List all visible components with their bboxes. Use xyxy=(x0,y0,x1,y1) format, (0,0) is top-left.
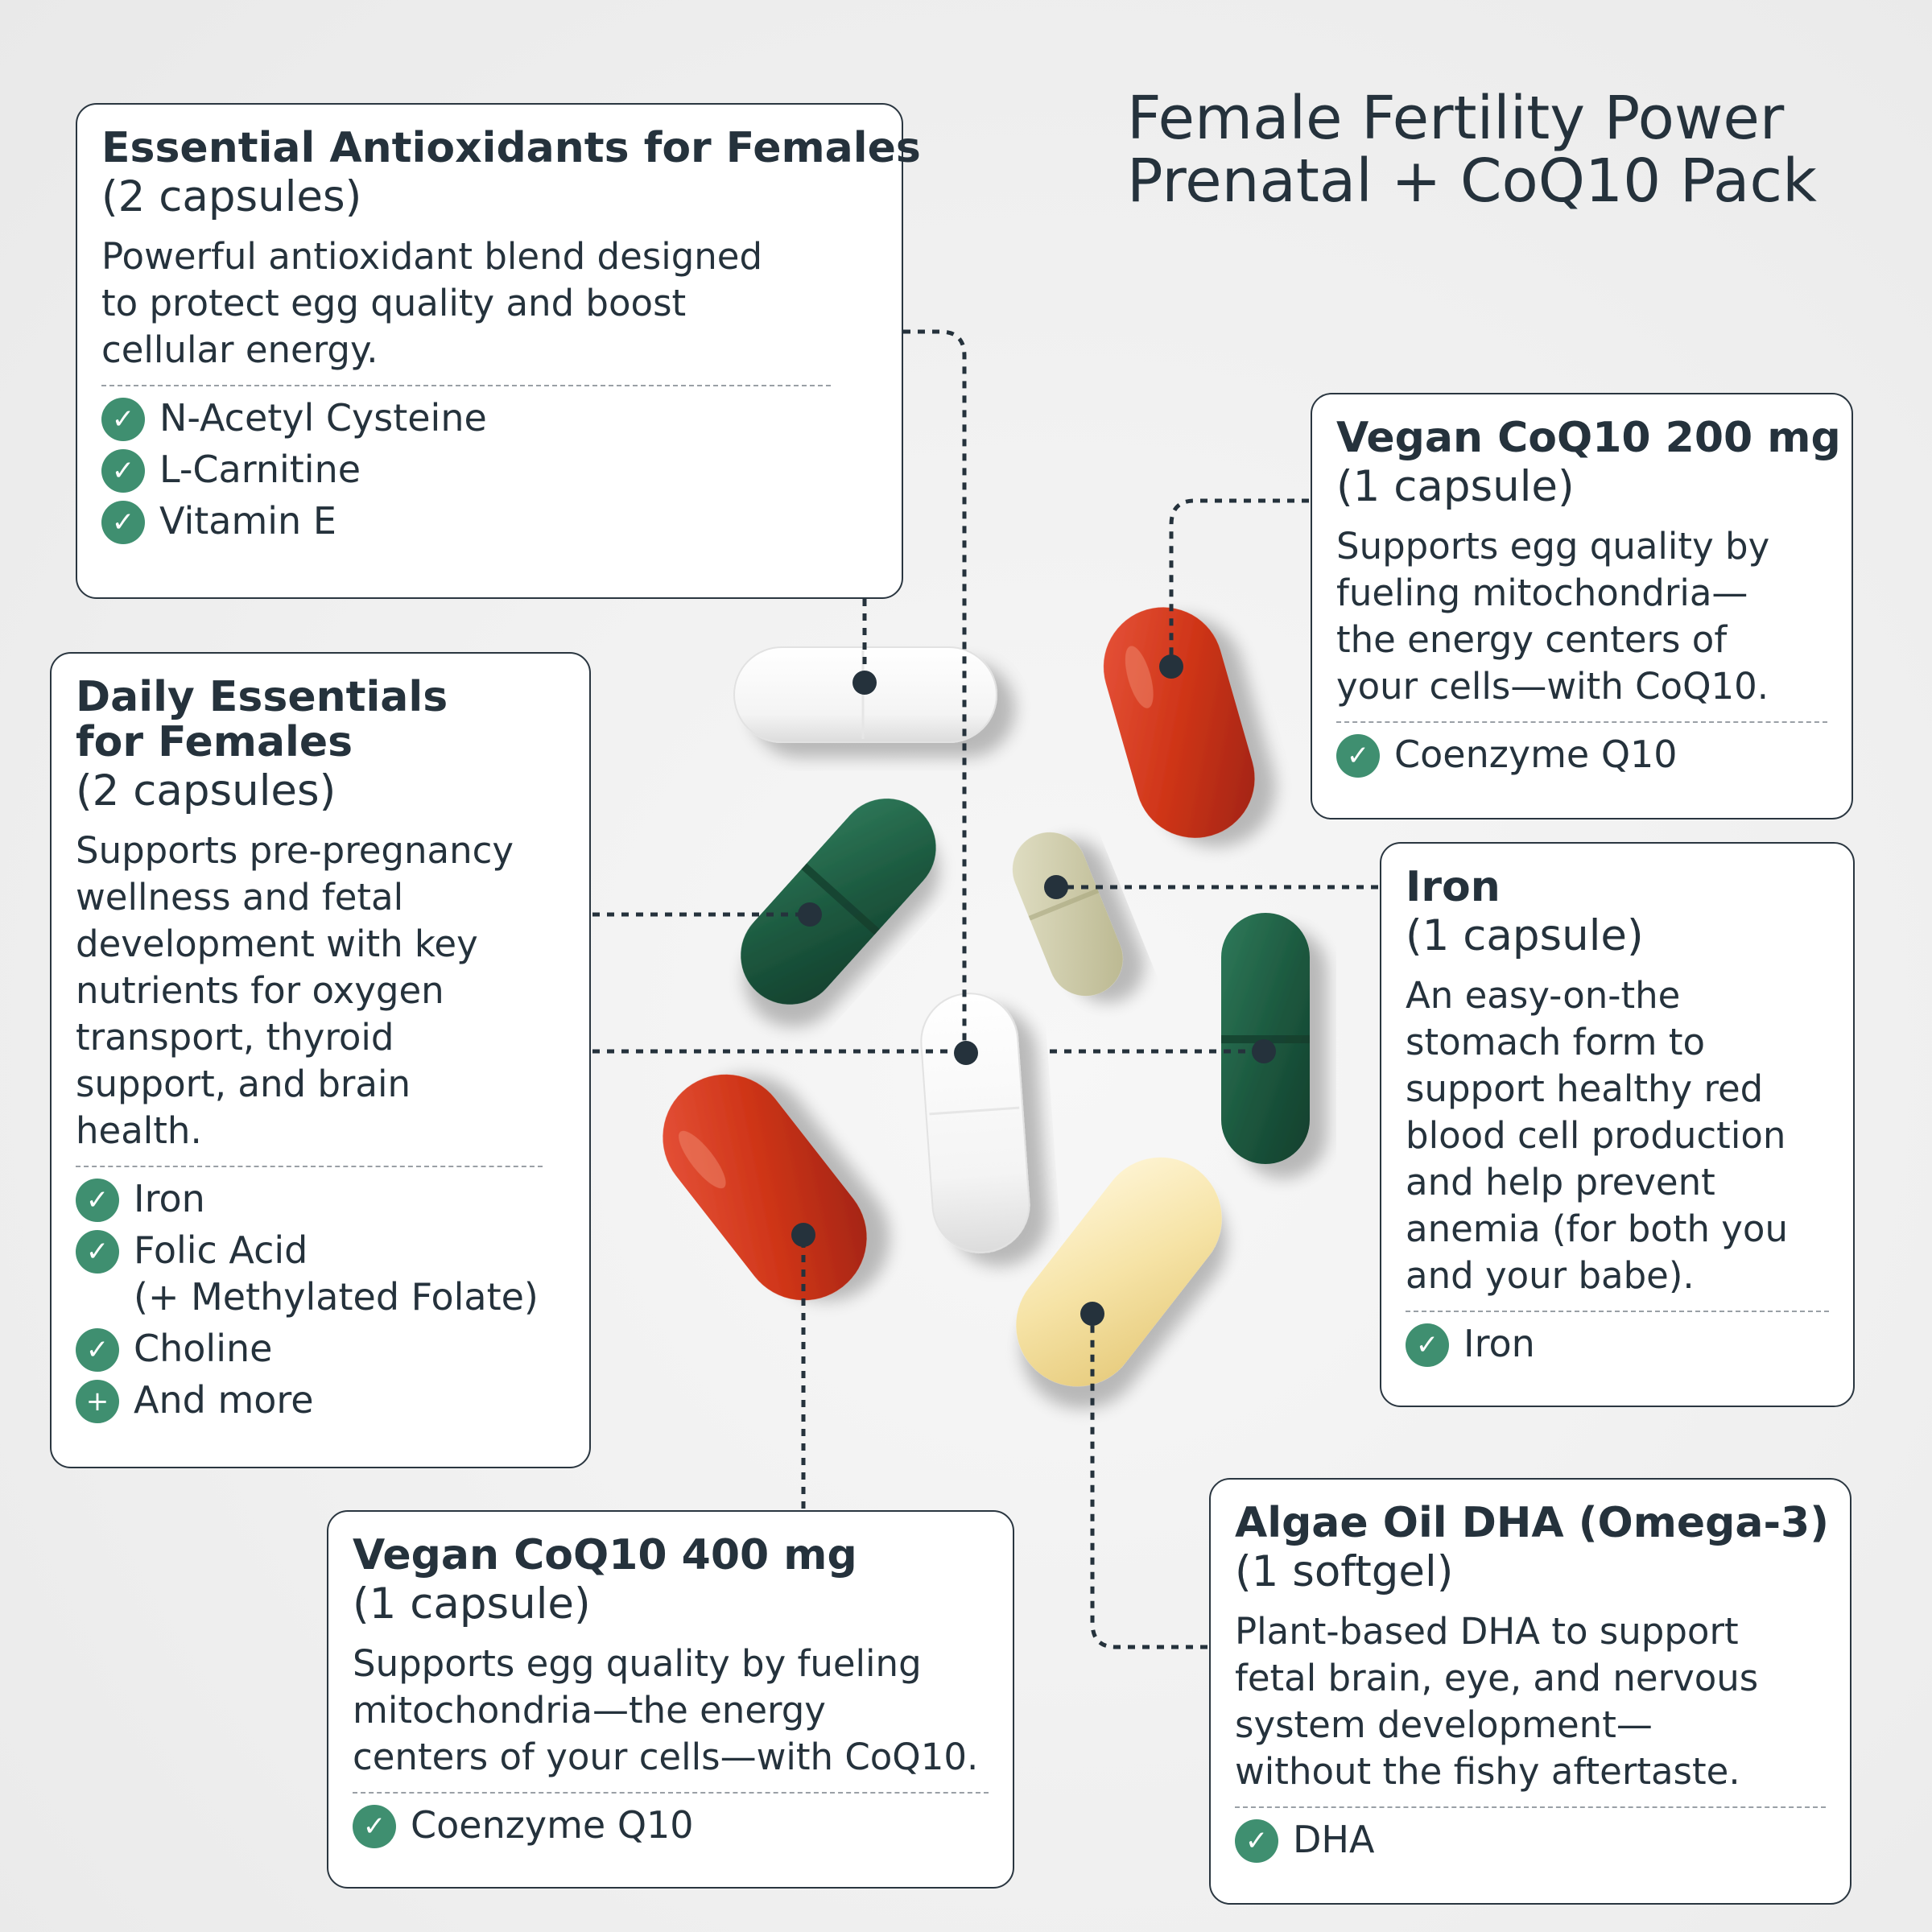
beige-capsule-center xyxy=(1012,832,1123,997)
card-title: Vegan CoQ10 400 mg xyxy=(353,1531,857,1579)
title-line-2: Prenatal + CoQ10 Pack xyxy=(1127,147,1817,216)
card-algae-oil-dha: Algae Oil DHA (Omega-3) (1 softgel) Plan… xyxy=(1209,1478,1852,1905)
card-description: Plant-based DHA to support fetal brain, … xyxy=(1235,1610,1759,1793)
check-icon: ✓ xyxy=(353,1805,396,1848)
card-description: An easy-on-the stomach form to support h… xyxy=(1406,974,1788,1297)
card-subtitle: (2 capsules) xyxy=(76,766,336,815)
check-icon: ✓ xyxy=(1336,734,1380,778)
card-subtitle: (1 capsule) xyxy=(1336,462,1575,511)
connector-lines xyxy=(592,329,1378,1649)
divider xyxy=(1336,721,1827,723)
check-icon: ✓ xyxy=(76,1179,119,1222)
list-item: ✓ Folic Acid (+ Methylated Folate) xyxy=(76,1227,565,1320)
card-vegan-coq10-400: Vegan CoQ10 400 mg (1 capsule) Supports … xyxy=(327,1510,1014,1889)
ingredient-list: ✓ Coenzyme Q10 xyxy=(1336,731,1827,778)
check-icon: ✓ xyxy=(1235,1819,1278,1863)
list-item: ✓ Iron xyxy=(1406,1320,1829,1367)
divider xyxy=(1406,1311,1829,1312)
yellow-softgel-bottom xyxy=(1016,1157,1222,1387)
list-item: ✓ Coenzyme Q10 xyxy=(353,1802,989,1848)
ingredient-list: ✓ Coenzyme Q10 xyxy=(353,1802,989,1848)
list-item: ✓ Choline xyxy=(76,1325,565,1372)
plus-icon: + xyxy=(76,1380,119,1423)
red-softgel-top-right xyxy=(1103,607,1255,838)
divider xyxy=(101,385,831,386)
card-title: Daily Essentials for Females xyxy=(76,673,448,766)
red-softgel-bottom-left xyxy=(663,1074,867,1301)
green-capsule-left xyxy=(741,799,936,1005)
card-iron: Iron (1 capsule) An easy-on-the stomach … xyxy=(1380,842,1855,1407)
title-line-1: Female Fertility Power xyxy=(1127,84,1785,153)
card-description: Supports pre-pregnancy wellness and feta… xyxy=(76,829,514,1152)
card-description: Supports egg quality by fueling mitochon… xyxy=(353,1642,979,1778)
check-icon: ✓ xyxy=(101,449,145,493)
divider xyxy=(353,1792,989,1794)
card-title: Essential Antioxidants for Females xyxy=(101,124,921,172)
card-daily-essentials: Daily Essentials for Females (2 capsules… xyxy=(50,652,591,1468)
card-subtitle: (1 capsule) xyxy=(1406,911,1644,960)
card-title: Algae Oil DHA (Omega-3) xyxy=(1235,1499,1830,1547)
card-description: Supports egg quality by fueling mitochon… xyxy=(1336,525,1770,708)
check-icon: ✓ xyxy=(76,1328,119,1372)
card-title: Vegan CoQ10 200 mg xyxy=(1336,414,1841,462)
ingredient-list: ✓ Iron ✓ Folic Acid (+ Methylated Folate… xyxy=(76,1175,565,1423)
card-description: Powerful antioxidant blend designed to p… xyxy=(101,235,763,371)
ingredient-list: ✓ Iron xyxy=(1406,1320,1829,1367)
page-title: Female Fertility Power Prenatal + CoQ10 … xyxy=(1127,87,1900,213)
list-item: + And more xyxy=(76,1377,565,1423)
white-capsule-center xyxy=(920,993,1030,1253)
list-item: ✓ Coenzyme Q10 xyxy=(1336,731,1827,778)
ingredient-list: ✓ DHA xyxy=(1235,1816,1826,1863)
card-title: Iron xyxy=(1406,863,1501,911)
list-item: ✓ Iron xyxy=(76,1175,565,1222)
card-essential-antioxidants: Essential Antioxidants for Females (2 ca… xyxy=(76,103,921,599)
list-item: ✓ Vitamin E xyxy=(101,497,877,544)
check-icon: ✓ xyxy=(1406,1323,1449,1367)
check-icon: ✓ xyxy=(101,398,145,441)
ingredient-list: ✓ N-Acetyl Cysteine ✓ L-Carnitine ✓ Vita… xyxy=(101,394,877,544)
card-subtitle: (2 capsules) xyxy=(101,172,362,221)
card-vegan-coq10-200: Vegan CoQ10 200 mg (1 capsule) Supports … xyxy=(1311,393,1853,819)
list-item: ✓ DHA xyxy=(1235,1816,1826,1863)
divider xyxy=(76,1166,543,1167)
divider xyxy=(1235,1806,1826,1808)
check-icon: ✓ xyxy=(101,501,145,544)
check-icon: ✓ xyxy=(76,1230,119,1274)
connector-dots xyxy=(791,654,1276,1326)
list-item: ✓ L-Carnitine xyxy=(101,446,877,493)
green-capsule-right xyxy=(1221,913,1310,1164)
list-item: ✓ N-Acetyl Cysteine xyxy=(101,394,877,441)
card-subtitle: (1 softgel) xyxy=(1235,1547,1454,1596)
card-subtitle: (1 capsule) xyxy=(353,1579,591,1629)
